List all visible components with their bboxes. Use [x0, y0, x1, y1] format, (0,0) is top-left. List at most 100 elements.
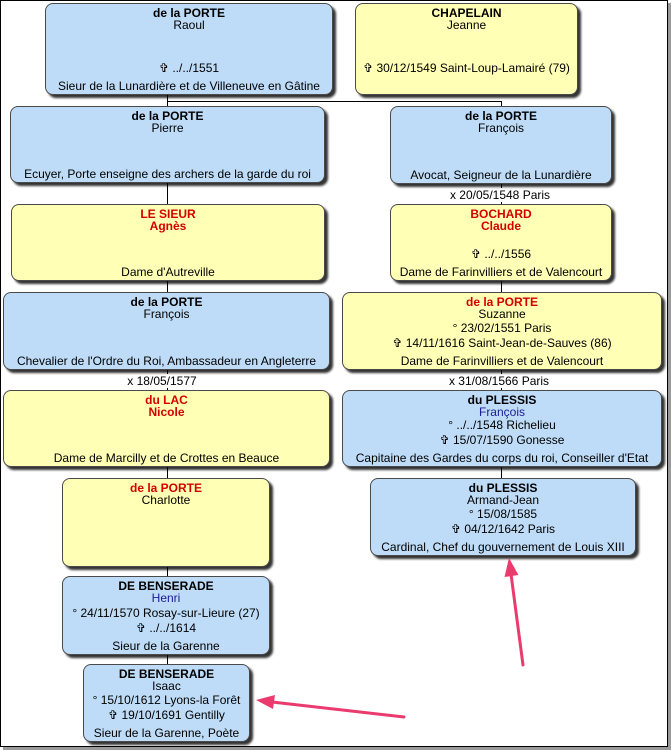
given-name: Agnès — [149, 219, 187, 233]
connector-line — [167, 567, 168, 576]
person-name: de la PORTE Suzanne — [343, 293, 661, 320]
person-name: de la PORTE Charlotte — [63, 479, 269, 506]
connector-line — [501, 467, 502, 478]
person-details: ✞ ../../1551 Sieur de la Lunardière et d… — [46, 61, 332, 94]
given-name: Isaac — [152, 679, 181, 693]
occupation: Dame de Farinvilliers et de Valencourt — [399, 265, 603, 279]
occupation: Sieur de la Garenne, Poète — [93, 726, 240, 740]
person-card-isaac[interactable]: DE BENSERADE Isaac ° 15/10/1612 Lyons-la… — [83, 664, 250, 742]
birth-event: ° 15/08/1585 — [468, 507, 538, 521]
connector-line — [167, 95, 168, 106]
occupation: Chevalier de l'Ordre du Roi, Ambassadeur… — [16, 354, 317, 368]
person-name: BOCHARD Claude — [391, 205, 611, 232]
given-name: Charlotte — [141, 493, 191, 507]
surname: de la PORTE — [464, 109, 538, 123]
surname: LE SIEUR — [140, 207, 196, 221]
death-event: ✞ ../../1556 — [470, 247, 532, 261]
person-card-claude[interactable]: BOCHARD Claude ✞ ../../1556 Dame de Fari… — [390, 204, 612, 281]
person-details: Dame de Marcilly et de Crottes en Beauce — [4, 448, 329, 466]
person-card-armand-jean[interactable]: du PLESSIS Armand-Jean ° 15/08/1585 ✞ 04… — [370, 478, 636, 556]
person-card-agnes[interactable]: LE SIEUR Agnès Dame d'Autreville — [11, 204, 325, 281]
death-event: ✞ ../../1614 — [135, 621, 197, 635]
person-name: CHAPELAIN Jeanne — [356, 4, 577, 31]
person-card-francois-avocat[interactable]: de la PORTE François Avocat, Seigneur de… — [390, 106, 612, 184]
given-name: Jeanne — [446, 18, 487, 32]
person-name: du PLESSIS Armand-Jean — [371, 479, 635, 506]
birth-event: ° 24/11/1570 Rosay-sur-Lieure (27) — [72, 606, 260, 620]
occupation: Dame d'Autreville — [121, 265, 215, 279]
person-details: Chevalier de l'Ordre du Roi, Ambassadeur… — [4, 351, 329, 369]
occupation: Capitaine des Gardes du corps du roi, Co… — [355, 451, 649, 465]
person-name: DE BENSERADE Henri — [63, 577, 269, 604]
surname: CHAPELAIN — [431, 6, 502, 20]
person-details: ✞ 30/12/1549 Saint-Loup-Lamairé (79) — [356, 61, 577, 94]
occupation-spacer — [356, 79, 577, 93]
given-name: Nicole — [148, 405, 185, 419]
given-name: Pierre — [151, 121, 184, 135]
person-card-pierre[interactable]: de la PORTE Pierre Ecuyer, Porte enseign… — [10, 106, 325, 183]
person-name: de la PORTE Raoul — [46, 4, 332, 31]
occupation: Dame de Marcilly et de Crottes en Beauce — [53, 451, 280, 465]
occupation: Dame de Farinvilliers et de Valencourt — [400, 354, 604, 368]
surname: du LAC — [145, 393, 188, 407]
surname: de la PORTE — [129, 481, 203, 495]
death-event: ✞ 14/11/1616 Saint-Jean-de-Sauves (86) — [392, 336, 612, 350]
connector-line — [167, 101, 502, 102]
connector-line — [501, 101, 502, 106]
marriage-label: x 31/08/1566 Paris — [446, 374, 552, 388]
death-event: ✞ 15/07/1590 Gonesse — [439, 433, 565, 447]
person-name: du PLESSIS François — [343, 391, 661, 418]
occupation: Sieur de la Garenne — [112, 639, 220, 653]
person-name: LE SIEUR Agnès — [12, 205, 324, 232]
given-name: Armand-Jean — [466, 493, 540, 507]
surname: DE BENSERADE — [118, 667, 215, 681]
surname: de la PORTE — [130, 295, 203, 309]
person-card-francois-du-plessis[interactable]: du PLESSIS François ° ../../1548 Richeli… — [342, 390, 662, 467]
surname: du PLESSIS — [468, 481, 538, 495]
surname: DE BENSERADE — [118, 579, 214, 593]
person-card-henri[interactable]: DE BENSERADE Henri ° 24/11/1570 Rosay-su… — [62, 576, 270, 655]
person-card-charlotte[interactable]: de la PORTE Charlotte — [62, 478, 270, 567]
given-name: François — [143, 307, 190, 321]
person-details: Dame d'Autreville — [12, 262, 324, 280]
person-card-jeanne[interactable]: CHAPELAIN Jeanne ✞ 30/12/1549 Saint-Loup… — [355, 3, 578, 95]
person-details: ° ../../1548 Richelieu ✞ 15/07/1590 Gone… — [343, 418, 661, 466]
given-name: François — [477, 121, 524, 135]
connector-line — [501, 281, 502, 292]
birth-event: ° 23/02/1551 Paris — [452, 321, 552, 335]
given-name: Raoul — [173, 18, 205, 32]
surname: de la PORTE — [152, 6, 226, 20]
surname: de la PORTE — [131, 109, 204, 123]
person-card-suzanne[interactable]: de la PORTE Suzanne ° 23/02/1551 Paris ✞… — [342, 292, 662, 370]
given-name: Claude — [480, 219, 521, 233]
surname: de la PORTE — [465, 295, 539, 309]
person-details: ° 15/10/1612 Lyons-la Forêt ✞ 19/10/1691… — [84, 693, 249, 741]
person-details: Ecuyer, Porte enseigne des archers de la… — [11, 164, 324, 182]
occupation: Ecuyer, Porte enseigne des archers de la… — [24, 167, 311, 181]
occupation: Cardinal, Chef du gouvernement de Louis … — [381, 540, 625, 554]
person-details: ° 24/11/1570 Rosay-sur-Lieure (27) ✞ ../… — [63, 606, 269, 654]
marriage-label: x 18/05/1577 — [125, 374, 199, 388]
marriage-label: x 20/05/1548 Paris — [447, 188, 553, 202]
birth-event: ° 15/10/1612 Lyons-la Forêt — [92, 693, 241, 707]
occupation: Avocat, Seigneur de la Lunardière — [410, 168, 592, 182]
person-details: ° 23/02/1551 Paris ✞ 14/11/1616 Saint-Je… — [343, 321, 661, 369]
person-card-francois-chevalier[interactable]: de la PORTE François Chevalier de l'Ordr… — [3, 292, 330, 370]
person-name: de la PORTE François — [4, 293, 329, 320]
death-event: ✞ 04/12/1642 Paris — [450, 522, 556, 536]
death-event: ✞ 30/12/1549 Saint-Loup-Lamairé (79) — [363, 61, 570, 75]
death-event: ✞ 19/10/1691 Gentilly — [108, 708, 225, 722]
person-card-raoul[interactable]: de la PORTE Raoul ✞ ../../1551 Sieur de … — [45, 3, 333, 95]
connector-line — [167, 183, 168, 204]
birth-event: ° ../../1548 Richelieu — [448, 418, 556, 432]
person-name: de la PORTE Pierre — [11, 107, 324, 134]
person-card-nicole[interactable]: du LAC Nicole Dame de Marcilly et de Cro… — [3, 390, 330, 467]
person-name: du LAC Nicole — [4, 391, 329, 418]
person-details: Avocat, Seigneur de la Lunardière — [391, 165, 611, 183]
given-name: Suzanne — [478, 307, 526, 321]
person-name: de la PORTE François — [391, 107, 611, 134]
surname: BOCHARD — [470, 207, 532, 221]
person-details: ° 15/08/1585 ✞ 04/12/1642 Paris Cardinal… — [371, 507, 635, 555]
connector-line — [167, 655, 168, 664]
occupation: Sieur de la Lunardière et de Villeneuve … — [58, 79, 320, 93]
